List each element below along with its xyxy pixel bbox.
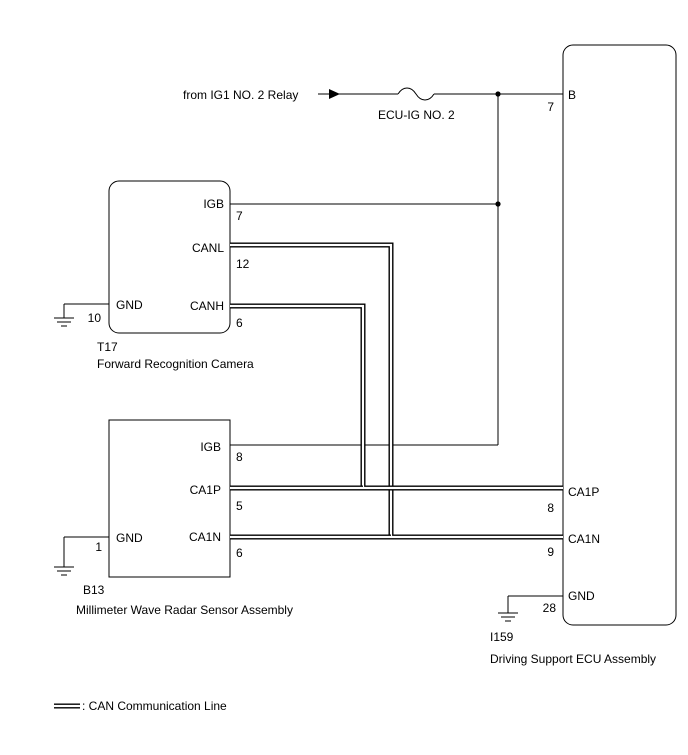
radar-box	[108, 419, 231, 578]
ecu-gnd-label: GND	[568, 589, 595, 603]
camera-canl-pin: 12	[236, 257, 250, 271]
fuse-label: ECU-IG NO. 2	[378, 108, 455, 122]
ecu-name: Driving Support ECU Assembly	[490, 652, 656, 666]
radar-igb-label: IGB	[200, 440, 221, 454]
camera-name: Forward Recognition Camera	[97, 357, 254, 371]
radar-ca1n-label: CA1N	[189, 530, 221, 544]
ecu-b-pin: 7	[547, 100, 554, 114]
camera-igb-label: IGB	[203, 197, 224, 211]
ecu-code: I159	[490, 630, 514, 644]
camera-gnd-label: GND	[116, 298, 143, 312]
source-arrow-icon	[329, 89, 340, 99]
ecu-ground	[498, 595, 563, 622]
radar-gnd-label: GND	[116, 531, 143, 545]
camera-gnd-pin: 10	[88, 311, 102, 325]
can-lines	[230, 242, 563, 540]
fuse-icon	[397, 87, 435, 101]
legend-text: : CAN Communication Line	[82, 699, 227, 713]
radar-igb-pin: 8	[236, 450, 243, 464]
camera-canl-label: CANL	[192, 241, 224, 255]
radar-ca1p-pin: 5	[236, 499, 243, 513]
ecu-b-label: B	[568, 88, 576, 102]
radar-ground	[54, 536, 109, 576]
power-feed	[230, 87, 563, 446]
ecu-ca1n-label: CA1N	[568, 532, 600, 546]
power-source-label: from IG1 NO. 2 Relay	[183, 88, 298, 102]
camera-code: T17	[97, 340, 118, 354]
ecu-box	[562, 44, 677, 626]
ecu-ca1p-pin: 8	[547, 501, 554, 515]
ecu-ca1p-label: CA1P	[568, 485, 599, 499]
camera-canh-pin: 6	[236, 316, 243, 330]
radar-name: Millimeter Wave Radar Sensor Assembly	[76, 603, 293, 617]
ecu-ca1n-pin: 9	[547, 545, 554, 559]
camera-canh-label: CANH	[190, 299, 224, 313]
radar-gnd-pin: 1	[95, 540, 102, 554]
ecu-gnd-pin: 28	[543, 601, 557, 615]
camera-igb-pin: 7	[236, 209, 243, 223]
camera-box	[108, 180, 231, 334]
radar-code: B13	[83, 583, 105, 597]
camera-ground	[54, 303, 109, 327]
legend: : CAN Communication Line	[54, 699, 227, 713]
radar-ca1p-label: CA1P	[190, 483, 221, 497]
radar-ca1n-pin: 6	[236, 546, 243, 560]
junction-dot	[495, 91, 501, 97]
